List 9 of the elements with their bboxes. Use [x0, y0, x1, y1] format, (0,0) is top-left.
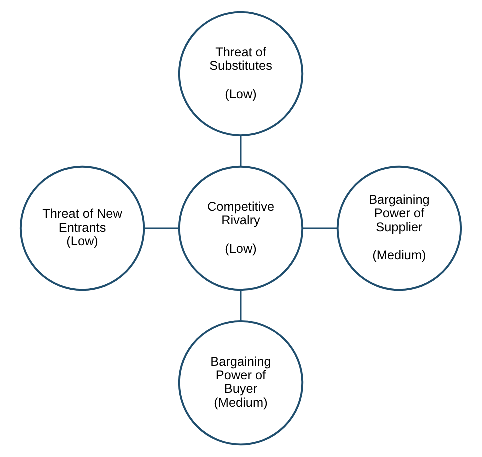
- node-circle: Competitive Rivalry (Low): [178, 166, 304, 292]
- connector: [240, 290, 242, 322]
- node-circle: Bargaining Power of Supplier (Medium): [336, 166, 462, 292]
- node-circle: Bargaining Power of Buyer (Medium): [178, 320, 304, 446]
- connector: [144, 228, 180, 230]
- node-circle: Threat of Substitutes (Low): [178, 11, 304, 137]
- connector: [240, 136, 242, 167]
- node-circle: Threat of New Entrants (Low): [20, 166, 146, 292]
- connector: [302, 228, 338, 230]
